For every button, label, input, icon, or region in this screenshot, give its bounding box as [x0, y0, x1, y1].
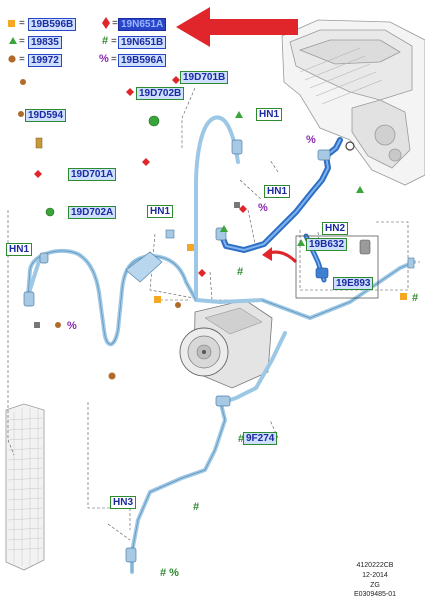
callout-19d701b: 19D701B — [180, 71, 229, 84]
legend-eq-2: = — [112, 18, 118, 29]
percent-icon: % — [306, 134, 316, 146]
callout-hn3: HN3 — [110, 496, 137, 509]
percent-icon: % — [67, 320, 77, 332]
callout-hn1-left: HN1 — [6, 243, 33, 256]
legend-eq-4: = — [111, 36, 117, 47]
callout-19d594: 19D594 — [25, 109, 67, 122]
legend-markers — [8, 17, 407, 328]
green-triangle-icon — [9, 37, 17, 44]
callout-19e893: 19E893 — [333, 277, 374, 290]
red-arrow-icon — [176, 7, 298, 47]
callout-19d702a: 19D702A — [68, 206, 117, 219]
callout-hn1-top: HN1 — [256, 108, 283, 121]
legend-19835: 19835 — [28, 36, 62, 49]
callout-19d701a: 19D701A — [68, 168, 117, 181]
evaporator-housing — [281, 19, 425, 186]
legend-percent-icon: % — [99, 53, 109, 65]
connector-group-frame — [295, 235, 379, 299]
legend-19b596b: 19B596B — [28, 18, 77, 31]
reference-date: 12-2014 — [362, 572, 388, 579]
legend-19b596a: 19B596A — [118, 54, 167, 67]
reference-code: ZG — [370, 582, 380, 589]
evaporator-ribs — [299, 47, 383, 105]
callout-19d702b: 19D702B — [136, 87, 185, 100]
legend-19n651b: 19N651B — [118, 36, 167, 49]
callout-hn2: HN2 — [322, 222, 349, 235]
legend-eq-3: = — [19, 36, 25, 47]
percent-icon: % — [258, 202, 268, 214]
callout-hn1-right: HN1 — [264, 185, 291, 198]
reference-id: E0309485-01 — [353, 591, 397, 598]
hash-icon: # — [412, 292, 419, 304]
orange-square-icon — [8, 20, 15, 27]
curved-red-arrow-icon — [262, 247, 298, 264]
legend-hash-icon: # — [102, 35, 109, 47]
legend-eq-1: = — [19, 18, 25, 29]
hash-percent-icon: # % — [160, 567, 179, 579]
reference-number: 4120222CB — [356, 562, 394, 569]
compressor — [179, 299, 273, 389]
legend-eq-6: = — [111, 54, 117, 65]
red-diamond-icon — [102, 17, 110, 29]
legend-19972: 19972 — [28, 54, 62, 67]
fittings — [18, 79, 415, 563]
condenser — [5, 403, 45, 571]
legend-eq-5: = — [19, 54, 25, 65]
hash-icon: # — [237, 266, 244, 278]
hash-icon: # — [193, 501, 200, 513]
legend-19n651a: 19N651A — [118, 18, 167, 31]
callout-9f274: 9F274 — [243, 432, 278, 445]
hash-icon: # — [238, 433, 245, 445]
callout-19b632: 19B632 — [306, 238, 348, 251]
muffler — [125, 251, 163, 283]
brown-dot-icon — [8, 55, 16, 63]
callout-hn1-mid: HN1 — [147, 205, 174, 218]
